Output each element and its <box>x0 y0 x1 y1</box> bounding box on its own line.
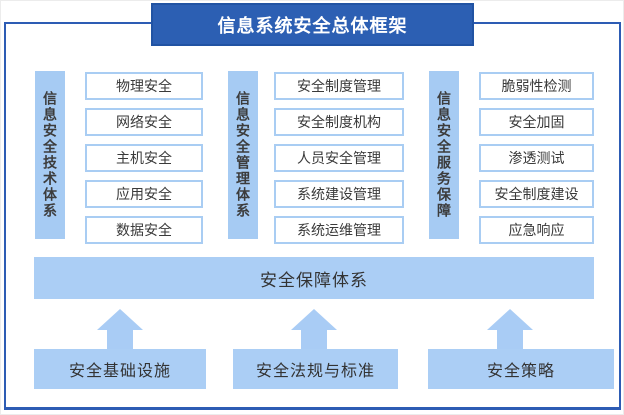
foundation-security-infrastructure: 安全基础设施 <box>34 349 206 389</box>
item-security-system-construction: 安全制度建设 <box>479 180 594 208</box>
assurance-system-bar: 安全保障体系 <box>34 257 594 299</box>
up-arrow-icon <box>291 309 337 349</box>
item-security-hardening: 安全加固 <box>479 108 594 136</box>
item-security-system-organization: 安全制度机构 <box>274 108 404 136</box>
up-arrow-icon <box>487 309 533 349</box>
up-arrow-stem <box>301 330 327 349</box>
item-application-security: 应用安全 <box>85 180 203 208</box>
item-host-security: 主机安全 <box>85 144 203 172</box>
item-security-system-management: 安全制度管理 <box>274 72 404 100</box>
item-system-operation-management: 系统运维管理 <box>274 216 404 244</box>
column-header-technology: 信息安全技术体系 <box>35 71 65 239</box>
foundation-security-laws-standards: 安全法规与标准 <box>233 349 398 389</box>
foundation-security-policy: 安全策略 <box>428 349 614 389</box>
column-header-service: 信息安全服务保障 <box>429 71 459 239</box>
item-emergency-response: 应急响应 <box>479 216 594 244</box>
item-physical-security: 物理安全 <box>85 72 203 100</box>
column-items-management: 安全制度管理 安全制度机构 人员安全管理 系统建设管理 系统运维管理 <box>274 72 404 244</box>
item-penetration-testing: 渗透测试 <box>479 144 594 172</box>
up-arrow-stem <box>107 330 133 349</box>
up-arrow-head <box>487 309 533 330</box>
item-vulnerability-detection: 脆弱性检测 <box>479 72 594 100</box>
diagram-title: 信息系统安全总体框架 <box>151 3 474 46</box>
item-network-security: 网络安全 <box>85 108 203 136</box>
up-arrow-stem <box>497 330 523 349</box>
item-personnel-security-management: 人员安全管理 <box>274 144 404 172</box>
column-items-service: 脆弱性检测 安全加固 渗透测试 安全制度建设 应急响应 <box>479 72 594 244</box>
item-data-security: 数据安全 <box>85 216 203 244</box>
item-system-construction-management: 系统建设管理 <box>274 180 404 208</box>
up-arrow-head <box>97 309 143 330</box>
column-header-management: 信息安全管理体系 <box>228 71 258 239</box>
up-arrow-head <box>291 309 337 330</box>
column-items-technology: 物理安全 网络安全 主机安全 应用安全 数据安全 <box>85 72 203 244</box>
up-arrow-icon <box>97 309 143 349</box>
